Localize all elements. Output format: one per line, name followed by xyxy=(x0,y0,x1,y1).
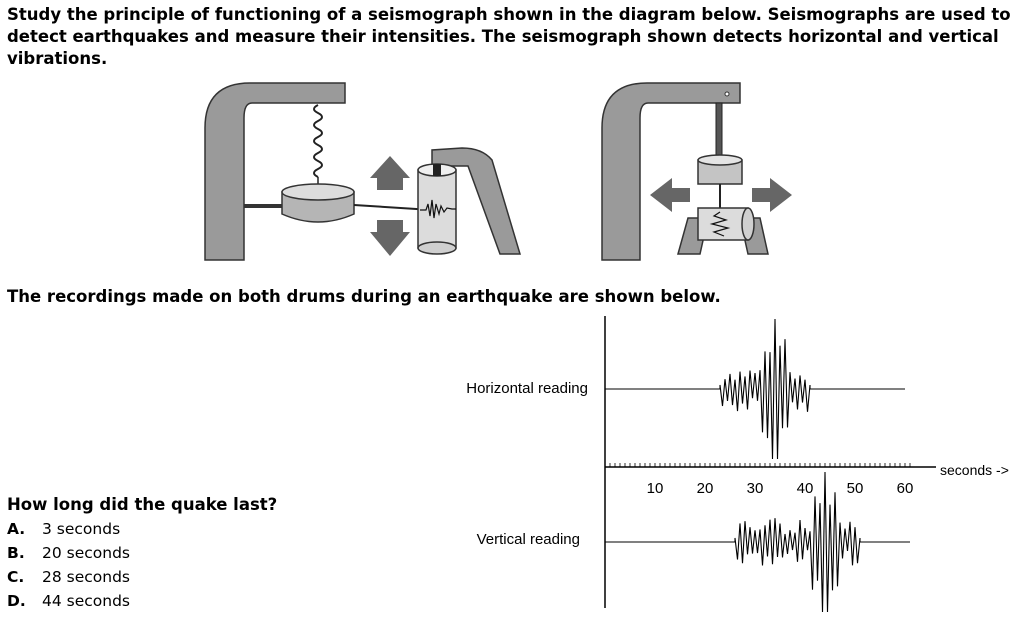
x-axis-ticks xyxy=(604,463,911,467)
horizontal-seismograph xyxy=(601,82,792,261)
option-letter: C. xyxy=(7,568,25,586)
horizontal-drum-trace xyxy=(709,211,731,237)
option-c[interactable]: C. 28 seconds xyxy=(7,565,130,589)
spring xyxy=(313,104,323,178)
x-tick-label: 30 xyxy=(747,480,764,497)
seismograph-diagram xyxy=(204,82,792,261)
recordings-text: The recordings made on both drums during… xyxy=(7,287,721,306)
arrow-left xyxy=(650,178,690,212)
option-d[interactable]: D. 44 seconds xyxy=(7,589,130,613)
series-line-vertical xyxy=(605,471,910,613)
option-a[interactable]: A. 3 seconds xyxy=(7,517,130,541)
answer-options: A. 3 seconds B. 20 seconds C. 28 seconds D.… xyxy=(7,517,130,613)
option-text: 3 seconds xyxy=(42,520,121,538)
option-letter: D. xyxy=(7,592,26,610)
question-text: How long did the quake last? xyxy=(7,495,278,514)
series-line-horizontal xyxy=(605,318,905,460)
x-axis-tick-labels: 10 20 30 40 50 60 xyxy=(647,480,914,497)
frame-stand-right xyxy=(601,82,741,261)
x-axis-label: seconds -> xyxy=(940,462,1009,478)
arrow-down xyxy=(370,220,410,256)
option-b[interactable]: B. 20 seconds xyxy=(7,541,130,565)
seismogram-chart: 10 20 30 40 50 60 seconds -> Horizontal readi… xyxy=(466,316,1009,613)
series-label-horizontal: Horizontal reading xyxy=(466,380,588,397)
drum-trace xyxy=(420,199,456,219)
rod xyxy=(715,102,723,162)
vertical-seismograph xyxy=(204,82,522,261)
option-text: 20 seconds xyxy=(42,544,131,562)
x-tick-label: 40 xyxy=(797,480,814,497)
arrow-up xyxy=(370,156,410,190)
arrow-right xyxy=(752,178,792,212)
x-tick-label: 60 xyxy=(897,480,914,497)
series-label-vertical: Vertical reading xyxy=(477,531,580,548)
x-tick-label: 20 xyxy=(697,480,714,497)
frame-stand-left xyxy=(204,82,346,261)
option-text: 44 seconds xyxy=(42,592,131,610)
option-letter: B. xyxy=(7,544,25,562)
option-text: 28 seconds xyxy=(42,568,131,586)
x-tick-label: 50 xyxy=(847,480,864,497)
intro-text: Study the principle of functioning of a … xyxy=(7,5,1011,68)
option-letter: A. xyxy=(7,520,26,538)
x-tick-label: 10 xyxy=(647,480,664,497)
drum-holder xyxy=(431,147,522,255)
horizontal-drum xyxy=(697,207,749,241)
